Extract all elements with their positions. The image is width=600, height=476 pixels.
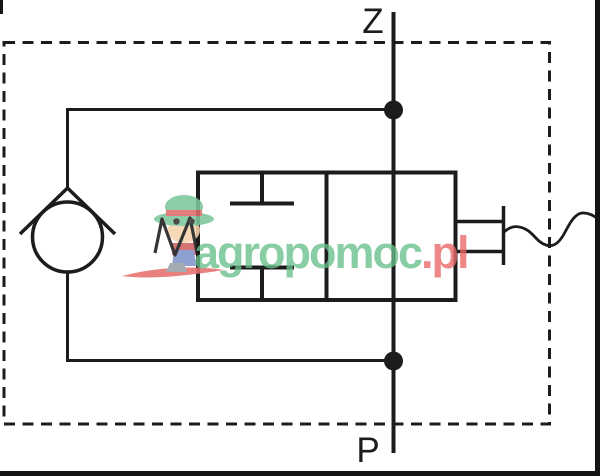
watermark-brand-green: agropomoc — [194, 227, 423, 278]
mascot-overalls — [172, 250, 196, 266]
cable-control-wavy-line — [502, 211, 600, 248]
blocked-port-top-symbol — [230, 172, 294, 206]
actuator-plunger — [455, 206, 506, 265]
lower-branch-line — [66, 272, 394, 362]
mascot-eye-right — [188, 218, 195, 225]
watermark-swoosh — [122, 267, 224, 278]
mascot-boot — [166, 263, 187, 272]
junction-dot-bottom — [384, 351, 403, 371]
port-label-z: Z — [362, 2, 384, 41]
mascot-eye-left — [173, 218, 180, 225]
watermark-brand-text: agropomoc.pl — [194, 227, 470, 278]
mascot-hat-band — [166, 210, 202, 216]
upper-branch-line — [66, 108, 394, 189]
check-valve-ball — [30, 200, 105, 274]
junction-dot-top — [384, 100, 403, 120]
watermark-mascot-icon — [122, 195, 224, 278]
frame-topleft-tick — [0, 0, 3, 14]
watermark-brand-red: .pl — [421, 227, 469, 278]
frame-bottom-border — [0, 471, 600, 476]
mascot-arms-zigzag — [153, 216, 200, 258]
frame-right-border — [595, 0, 600, 476]
blocked-port-bottom-symbol — [230, 265, 294, 300]
port-label-p: P — [356, 431, 380, 470]
